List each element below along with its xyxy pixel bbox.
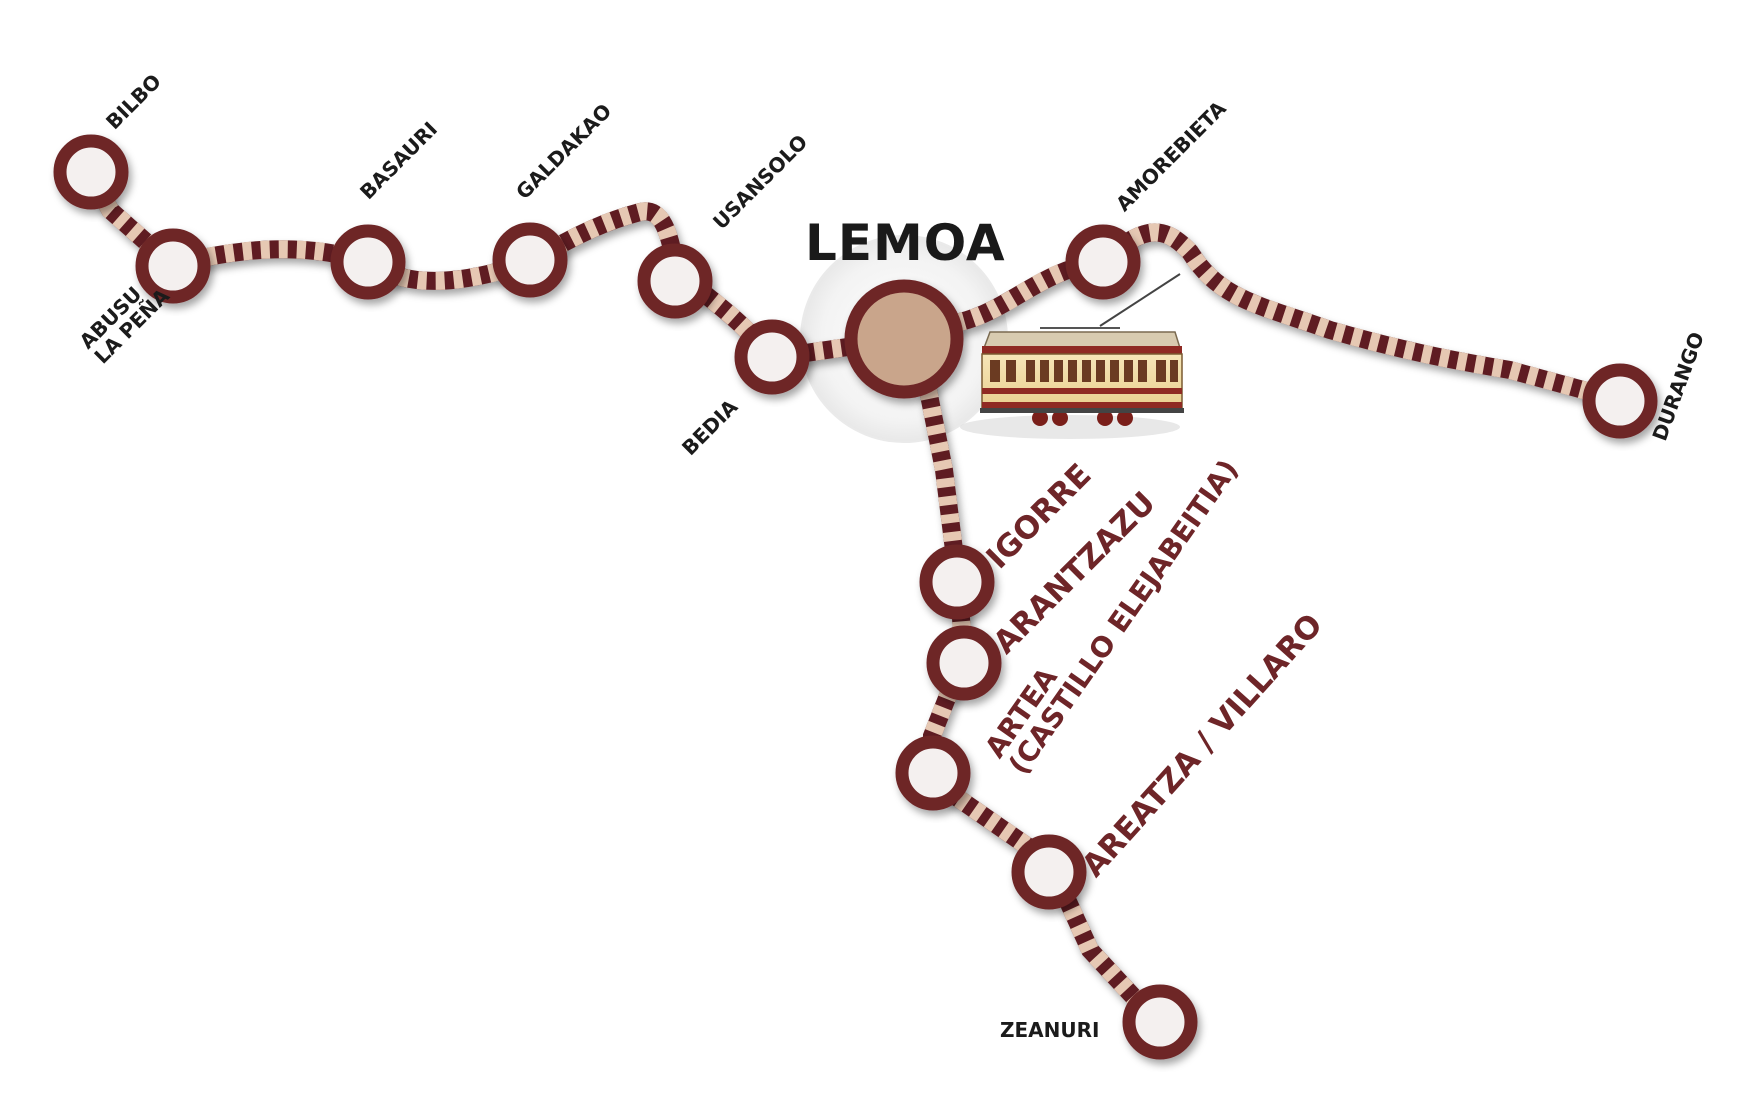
station-arantzazu[interactable] [926,625,1002,701]
station-amorebieta[interactable] [1065,224,1141,300]
station-lemoa-hub[interactable] [844,279,964,399]
station-bilbo[interactable] [53,134,129,210]
station-label-zeanuri: ZEANURI [1000,1018,1100,1042]
tram-icon [960,273,1184,439]
station-igorre[interactable] [919,544,995,620]
station-abusu[interactable] [135,228,211,304]
hub-label-lemoa: LEMOA [805,214,1006,272]
station-usansolo[interactable] [637,243,713,319]
station-areatza[interactable] [1011,834,1087,910]
station-durango[interactable] [1582,363,1658,439]
station-galdakao[interactable] [492,222,568,298]
station-zeanuri[interactable] [1122,984,1198,1060]
station-basauri[interactable] [330,224,406,300]
station-artea[interactable] [895,735,971,811]
station-bedia[interactable] [734,319,810,395]
